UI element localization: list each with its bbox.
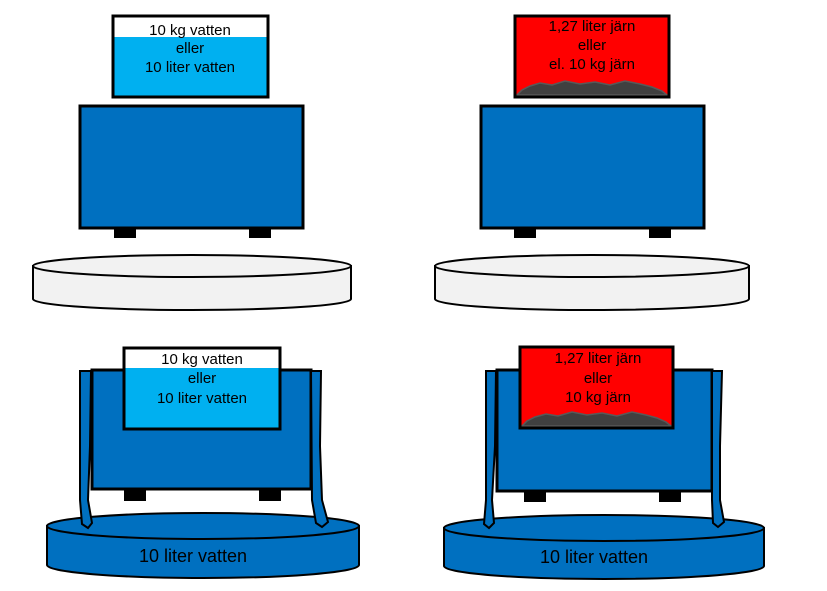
box-label-line-1: 1,27 liter järn	[555, 350, 642, 367]
water-fill	[125, 368, 279, 428]
strap-right	[309, 370, 330, 529]
basin-body	[46, 525, 360, 579]
scene-top-right: 1,27 liter järn eller el. 10 kg järn	[434, 14, 750, 311]
iron-pile	[520, 411, 674, 427]
block-foot-right	[659, 490, 681, 502]
block-foot-left	[524, 490, 546, 502]
scale-disc-body	[434, 265, 750, 311]
iron-pile	[515, 80, 670, 96]
scene-bottom-right: 10 liter vatten 1,27 liter järn eller 10…	[443, 345, 765, 580]
basin-top	[443, 514, 765, 542]
box-label-line-3: 10 liter vatten	[145, 59, 235, 76]
basin-label: 10 liter vatten	[139, 546, 247, 566]
basin-body	[443, 527, 765, 580]
scene-bottom-left: 10 liter vatten 10 kg vatten eller 10 li…	[46, 346, 360, 579]
box-label-line-3: 10 liter vatten	[157, 390, 247, 407]
box-label-line-3: 10 kg järn	[565, 389, 631, 406]
block-foot-right	[259, 489, 281, 501]
box-label-line-1: 10 kg vatten	[149, 22, 231, 39]
strap-left	[482, 370, 498, 530]
box-label-line-1: 1,27 liter järn	[549, 18, 636, 35]
box-label-line-3: el. 10 kg järn	[549, 56, 635, 73]
scale-disc-top	[32, 254, 352, 278]
box-label-line-2: eller	[188, 370, 216, 387]
strap-left	[79, 370, 94, 530]
water-fill	[114, 37, 267, 96]
box-label-line-2: eller	[578, 37, 606, 54]
box-label-line-2: eller	[176, 40, 204, 57]
block-foot-left	[124, 489, 146, 501]
basin-top	[46, 512, 360, 540]
scale-disc-body	[32, 265, 352, 311]
blue-block	[78, 104, 305, 230]
blue-block	[479, 104, 706, 230]
scale-disc-top	[434, 254, 750, 278]
box-label-line-2: eller	[584, 370, 612, 387]
scene-top-left: 10 kg vatten eller 10 liter vatten	[32, 14, 352, 311]
basin-label: 10 liter vatten	[540, 547, 648, 567]
box-label-line-1: 10 kg vatten	[161, 351, 243, 368]
strap-right	[711, 370, 726, 529]
